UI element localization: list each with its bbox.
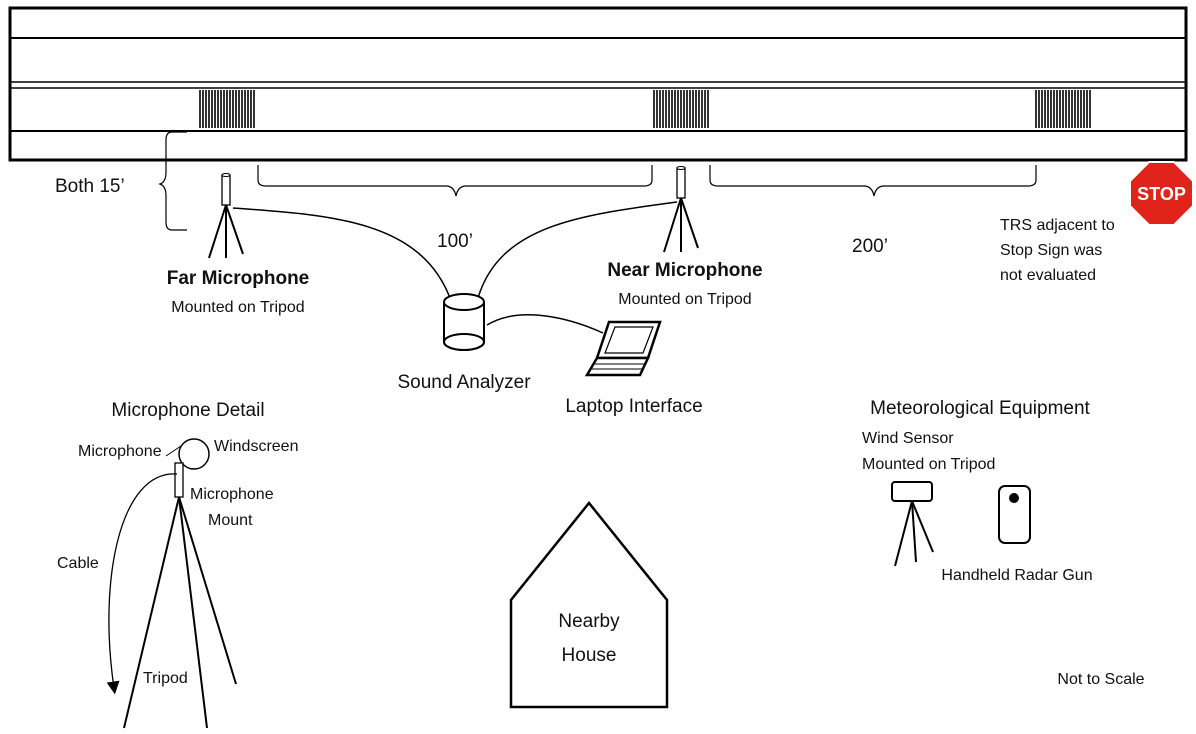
house-label-line-2: House (562, 645, 617, 666)
far-microphone-title: Far Microphone (167, 268, 310, 289)
rumble-strip-far (199, 90, 255, 128)
wind-sensor-label-2: Mounted on Tripod (862, 456, 995, 473)
offset-bracket (158, 131, 187, 231)
trs-note-line-2: Stop Sign was (1000, 242, 1102, 259)
microphone-detail-icon (106, 438, 237, 729)
microphone-detail-windscreen-label: Windscreen (214, 438, 298, 455)
trs-note-line-1: TRS adjacent to (1000, 217, 1115, 234)
spacing-label-100: 100’ (437, 231, 473, 252)
wind-sensor-icon (891, 481, 934, 567)
laptop-cable (486, 314, 604, 334)
trs-note-line-3: not evaluated (1000, 267, 1096, 284)
microphone-detail-mount-label-1: Microphone (190, 486, 274, 503)
far-microphone-subtitle: Mounted on Tripod (171, 299, 304, 316)
wind-sensor-label-1: Wind Sensor (862, 430, 954, 447)
microphone-detail-tripod-label: Tripod (143, 670, 188, 687)
laptop-label: Laptop Interface (565, 396, 702, 417)
microphone-detail-mic-label: Microphone (78, 443, 162, 460)
radar-gun-label: Handheld Radar Gun (941, 567, 1092, 584)
laptop-icon (584, 320, 662, 377)
near-mic-cable (477, 201, 678, 299)
stop-sign-icon: STOP (1129, 161, 1194, 226)
spacing-bracket-200 (709, 165, 1037, 197)
rumble-strip-near (653, 90, 709, 128)
stop-sign-label: STOP (1137, 184, 1186, 204)
spacing-label-200: 200’ (852, 236, 888, 257)
sound-analyzer-icon (443, 293, 485, 351)
radar-gun-icon (998, 485, 1031, 544)
rumble-strip-stop (1035, 90, 1091, 128)
near-microphone-subtitle: Mounted on Tripod (618, 291, 751, 308)
sound-analyzer-label: Sound Analyzer (397, 372, 531, 393)
house-label-line-1: Nearby (558, 611, 620, 632)
meteorological-title: Meteorological Equipment (870, 398, 1090, 419)
far-microphone-icon (208, 173, 244, 259)
spacing-bracket-100 (257, 165, 653, 197)
house-icon (509, 501, 669, 709)
far-mic-cable (232, 207, 451, 299)
microphone-detail-mount-label-2: Mount (208, 512, 253, 529)
scale-note: Not to Scale (1057, 671, 1144, 688)
microphone-detail-title: Microphone Detail (111, 400, 264, 421)
near-microphone-icon (663, 166, 699, 253)
near-microphone-title: Near Microphone (607, 260, 762, 281)
road (8, 6, 1188, 162)
microphone-detail-cable-label: Cable (57, 555, 99, 572)
offset-label: Both 15’ (55, 176, 125, 197)
